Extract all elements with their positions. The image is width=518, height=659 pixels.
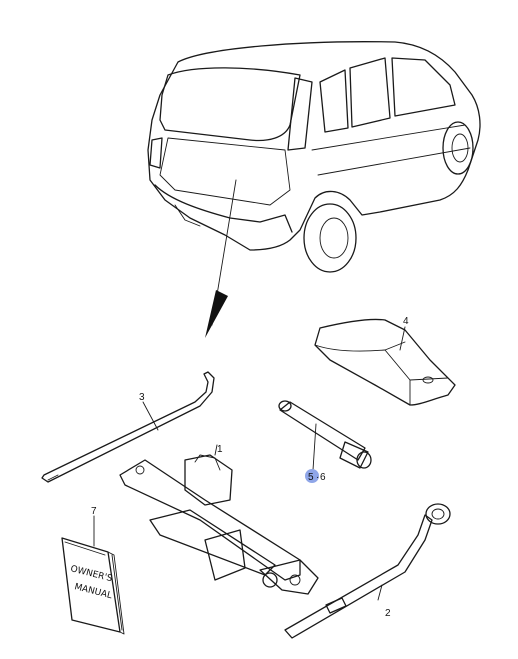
highlight-marker[interactable]: [305, 469, 319, 483]
callout-wheel-wrench: 2: [385, 608, 391, 619]
callout-manual: 7: [91, 506, 97, 517]
scissor-jack: [119, 444, 319, 595]
vehicle-rear-view: [147, 41, 481, 326]
owners-manual: OWNER'S MANUAL: [61, 515, 125, 635]
tool-bag: [314, 318, 456, 406]
socket-bar: [278, 400, 372, 471]
wheel-wrench: [284, 503, 451, 639]
manual-title-line2: MANUAL: [73, 582, 113, 601]
callout-socket-separator: ·: [316, 472, 319, 483]
callout-socket-5[interactable]: 5: [308, 472, 314, 483]
jack-handle: [41, 371, 215, 483]
callout-tool-bag: 4: [403, 316, 409, 327]
callout-jack-handle: 3: [139, 392, 145, 403]
location-arrow: [205, 290, 228, 338]
callout-jack: 1: [217, 444, 223, 455]
callout-socket-6: 6: [320, 472, 326, 483]
